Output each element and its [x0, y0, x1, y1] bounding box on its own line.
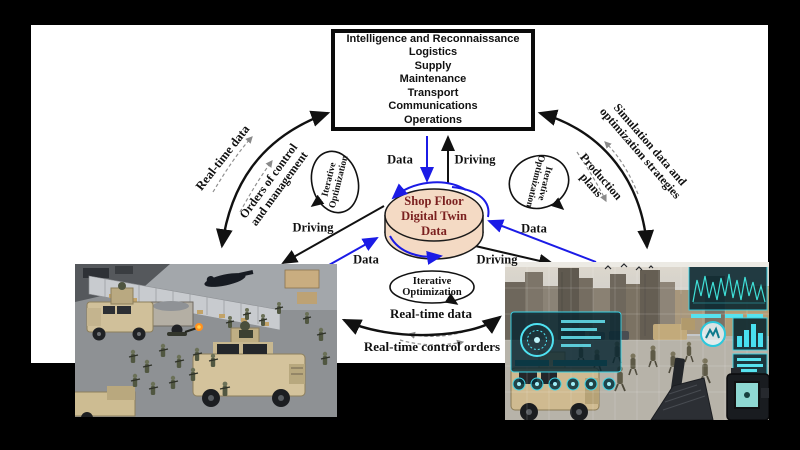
iterative-line2: Optimization [402, 287, 462, 298]
red-dot-sight [726, 368, 769, 420]
equipment-silhouette [83, 268, 109, 278]
hud-list-panel [732, 353, 768, 375]
humvee-with-trailer [86, 282, 194, 341]
functions-box-line: Communications [388, 100, 478, 113]
equipment-silhouette [115, 266, 133, 274]
label-driving-top: Driving [454, 152, 496, 167]
humvee-gunner [192, 321, 306, 407]
label-realtime-data-bottom: Real-time data [390, 306, 472, 321]
functions-box-line: Intelligence and Reconnaissance [346, 33, 520, 46]
label-driving-right: Driving [476, 252, 518, 267]
soldiers [128, 302, 331, 396]
label-data-right: Data [521, 221, 547, 236]
first-person-rifle [650, 357, 714, 420]
functions-box-line: Supply [414, 59, 452, 72]
waveform-chart [692, 273, 766, 303]
functions-box: Intelligence and Reconnaissance Logistic… [331, 29, 535, 131]
physical-battlefield-photo [75, 264, 337, 417]
hud-icon-row [512, 377, 616, 391]
hud-waveform-panel [688, 263, 768, 318]
cylinder-line: Data [421, 223, 447, 238]
cylinder-title: Shop Floor Digital Twin Data [384, 192, 484, 240]
sight-screen [734, 381, 760, 409]
pickup-truck [75, 386, 136, 417]
simulation-scene [505, 262, 769, 420]
label-data-top: Data [387, 152, 413, 167]
simulation-hud-photo [505, 262, 769, 420]
machine-gun-position [167, 323, 203, 336]
label-realtime-control-orders: Real-time control orders [363, 339, 501, 354]
label-driving-left: Driving [292, 220, 334, 235]
iterative-line1: Iterative [412, 275, 452, 287]
hud-radar-panel [510, 311, 622, 373]
functions-box-line: Transport [407, 86, 459, 99]
label-data-left: Data [353, 252, 379, 267]
supply-crate [284, 269, 320, 289]
functions-box-line: Maintenance [399, 73, 467, 86]
battlefield-scene [75, 264, 337, 417]
functions-box-line: Logistics [408, 46, 458, 59]
hud-circle-badge [700, 321, 726, 347]
label-iterative-bottom: Iterative Optimization [387, 276, 477, 298]
functions-box-line: Operations [403, 113, 463, 126]
bird-marks [604, 263, 654, 271]
cylinder-line: Digital Twin [401, 208, 467, 223]
hud-bar-chart-panel [732, 317, 768, 351]
photo-top-strip [505, 262, 769, 267]
radar-ring-icon [520, 323, 554, 357]
cylinder-line: Shop Floor [404, 193, 464, 208]
drone-silhouette [204, 270, 254, 287]
supply-crate [297, 292, 317, 304]
